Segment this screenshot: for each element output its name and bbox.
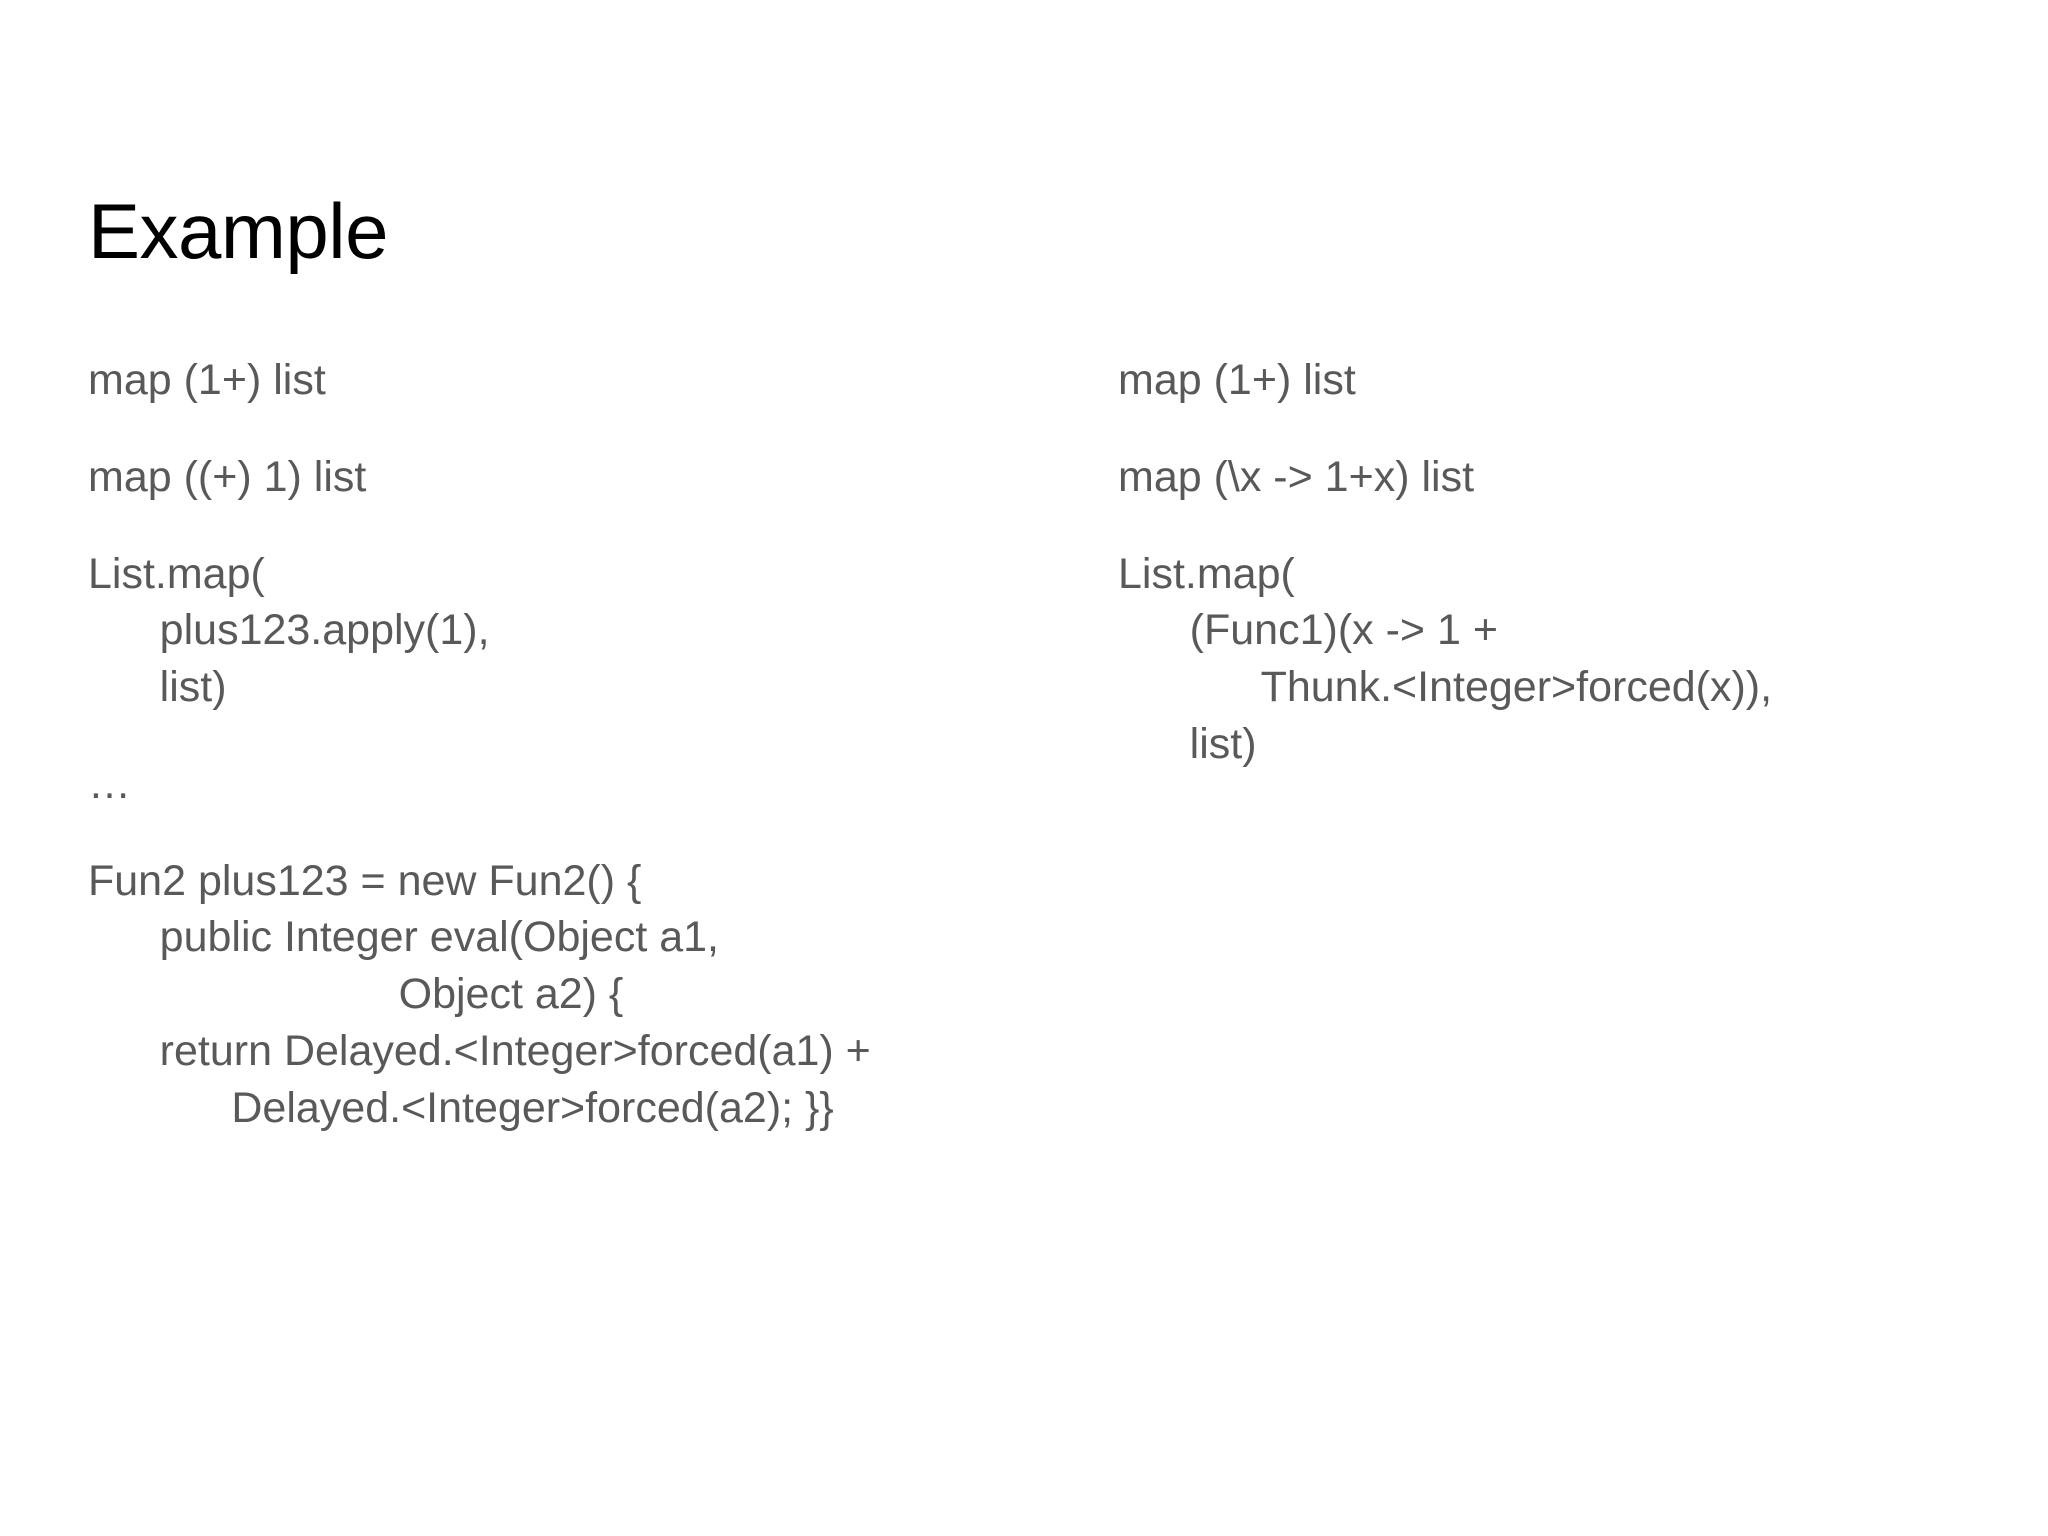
code-line: Delayed.<Integer>forced(a2); }} xyxy=(88,1083,834,1132)
code-line: map ((+) 1) list xyxy=(88,452,367,501)
ellipsis-text: … xyxy=(88,759,131,808)
code-line: list) xyxy=(1118,719,1257,768)
code-block: map ((+) 1) list xyxy=(88,449,968,506)
code-line: Thunk.<Integer>forced(x)), xyxy=(1118,663,1773,711)
code-line: public Integer eval(Object a1, xyxy=(88,913,719,962)
code-line: map (\x -> 1+x) list xyxy=(1118,452,1475,501)
code-block: map (1+) list xyxy=(1118,352,1998,409)
code-line: map (1+) list xyxy=(1118,356,1356,404)
left-code-column: map (1+) list map ((+) 1) list List.map(… xyxy=(88,352,968,1136)
page-title: Example xyxy=(88,187,388,276)
code-line: Fun2 plus123 = new Fun2() { xyxy=(88,856,642,905)
code-line: (Func1)(x -> 1 + xyxy=(1118,606,1498,655)
code-block: Fun2 plus123 = new Fun2() { public Integ… xyxy=(88,853,968,1137)
code-line: return Delayed.<Integer>forced(a1) + xyxy=(88,1026,871,1075)
ellipsis-block: … xyxy=(88,756,968,813)
code-block: map (\x -> 1+x) list xyxy=(1118,449,1998,506)
code-line: map (1+) list xyxy=(88,356,326,404)
code-line: List.map( xyxy=(88,549,265,598)
code-block: List.map( (Func1)(x -> 1 + Thunk.<Intege… xyxy=(1118,546,1998,773)
code-line: list) xyxy=(88,663,227,711)
code-block: List.map( plus123.apply(1), list) xyxy=(88,546,968,716)
code-line: List.map( xyxy=(1118,549,1295,598)
right-code-column: map (1+) list map (\x -> 1+x) list List.… xyxy=(1118,352,1998,773)
code-block: map (1+) list xyxy=(88,352,968,409)
code-line: Object a2) { xyxy=(88,970,624,1018)
code-line: plus123.apply(1), xyxy=(88,606,490,655)
